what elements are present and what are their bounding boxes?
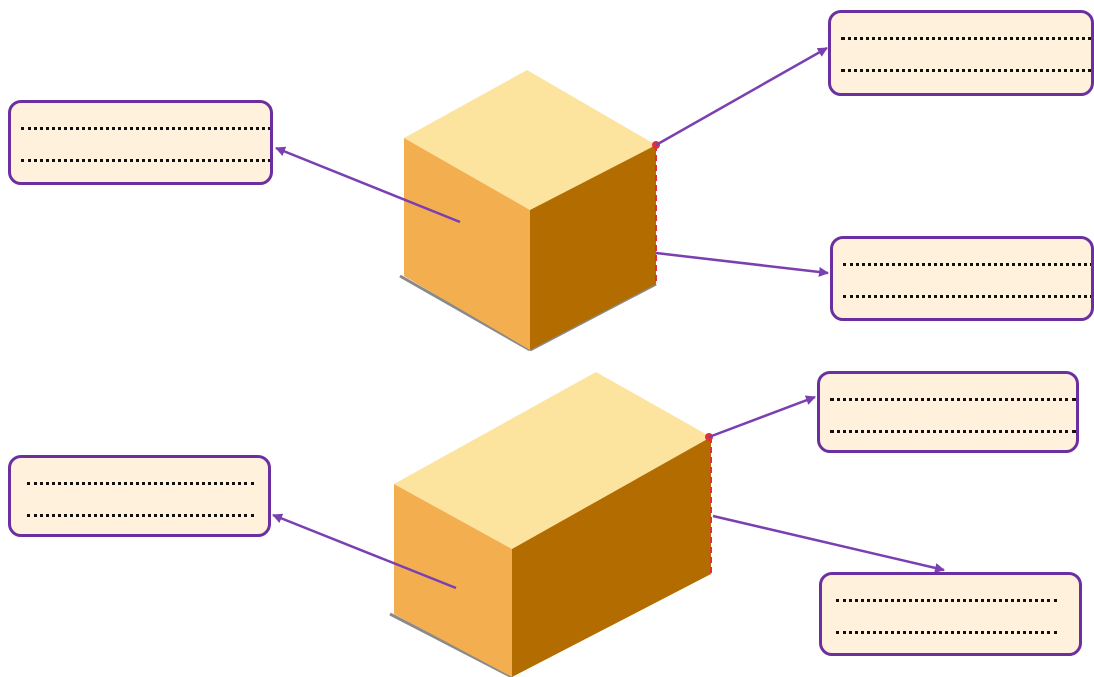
cube-top-face — [404, 70, 656, 210]
cube-side-face — [530, 145, 656, 350]
cuboid-shadow-edge-left — [389, 612, 513, 677]
answer-line-2[interactable] — [21, 159, 270, 162]
cube-edge-answer-box[interactable] — [830, 236, 1094, 321]
answer-line-2[interactable] — [27, 514, 254, 517]
cuboid-front-face — [394, 484, 512, 677]
cuboid-edge-answer-box[interactable] — [819, 572, 1082, 656]
cube-shadow-edge-left — [399, 274, 531, 352]
cube-front-face — [404, 138, 530, 350]
answer-line-2[interactable] — [830, 430, 1076, 433]
cuboid-face-answer-box[interactable] — [8, 455, 271, 537]
answer-line-2[interactable] — [843, 295, 1091, 298]
cube-face-answer-box[interactable] — [8, 100, 273, 185]
arrows — [272, 46, 945, 590]
answer-line-1[interactable] — [830, 398, 1076, 401]
cuboid-vertex-arrow — [708, 395, 816, 439]
cube-vertex-arrow — [655, 46, 828, 147]
answer-line-1[interactable] — [836, 599, 1057, 602]
cuboid-side-face — [512, 437, 711, 677]
cube-edge-arrow — [655, 251, 829, 277]
answer-line-1[interactable] — [841, 37, 1091, 40]
cuboid-vertex-answer-box[interactable] — [817, 371, 1079, 453]
cuboid-top-face — [394, 372, 711, 549]
cube-face-arrow — [275, 146, 461, 224]
answer-line-1[interactable] — [27, 482, 254, 485]
cuboid-edge-arrow — [712, 514, 945, 573]
answer-line-2[interactable] — [836, 631, 1057, 634]
answer-line-2[interactable] — [841, 69, 1091, 72]
answer-line-1[interactable] — [21, 127, 270, 130]
cube-figure — [399, 70, 660, 352]
cuboid-figure — [389, 372, 713, 677]
cube-vertex-answer-box[interactable] — [828, 10, 1094, 96]
answer-line-1[interactable] — [843, 263, 1091, 266]
cuboid-face-arrow — [272, 513, 457, 590]
